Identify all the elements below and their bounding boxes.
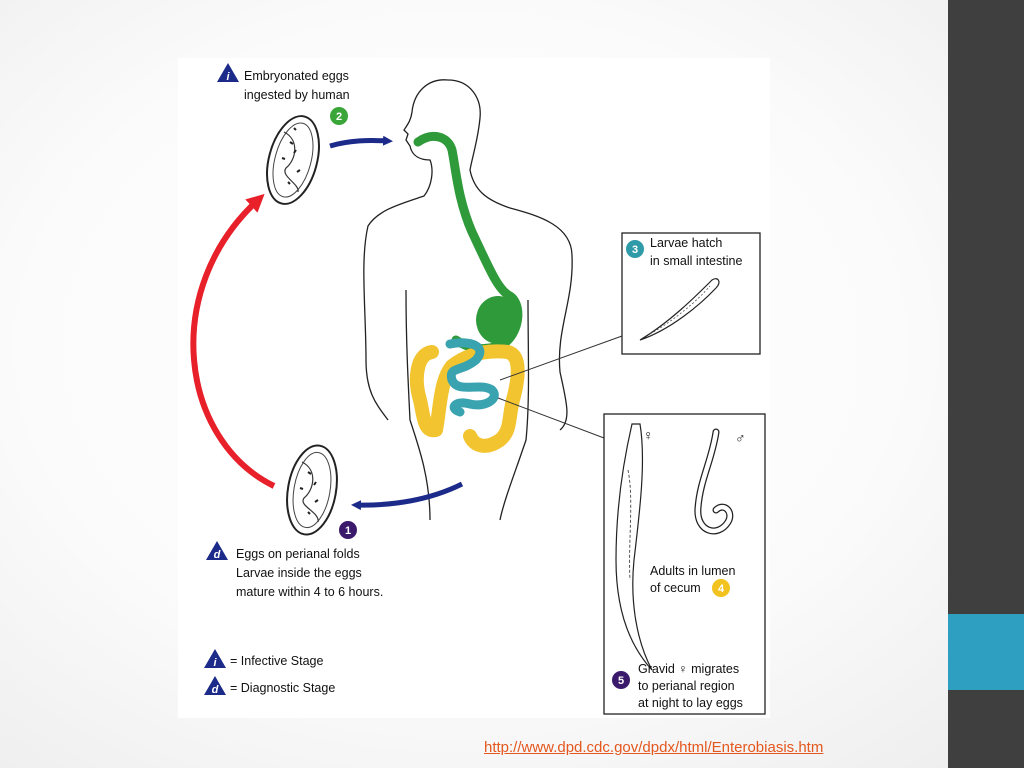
legend-diagnostic-icon [204,676,226,695]
svg-text:d: d [214,549,221,561]
side-accent-block [948,614,1024,690]
step-1-badge [339,521,357,539]
diagnostic-triangle-icon [206,541,228,560]
arrow-to-perianal [351,481,464,511]
svg-text:2: 2 [336,111,342,123]
svg-text:i: i [226,71,230,83]
svg-text:4: 4 [718,583,725,595]
stomach [476,296,520,344]
step-3-badge [626,240,644,258]
step-2-badge [330,107,348,125]
diagnostic-label-line-1: Eggs on perianal folds [236,547,360,561]
larvae-box: 3 Larvae hatch in small intestine [621,232,761,355]
female-symbol: ♀ [643,427,654,443]
legend-infective-text: = Infective Stage [230,654,324,668]
diagnostic-label: 1 d Eggs on perianal folds Larvae inside… [206,521,383,599]
female-worm-drawing [615,423,653,671]
pointer-line-larvae [499,335,623,381]
step-4-badge [712,579,730,597]
infective-label-line-2: ingested by human [244,88,350,102]
legend-infective-icon [204,649,226,668]
diagnostic-label-line-3: mature within 4 to 6 hours. [236,585,383,599]
embryonated-egg [266,115,320,205]
adults-box: ♀ ♂ Adults in lumen of cecum 4 5 Gravid … [603,413,766,715]
larva-drawing [639,278,720,341]
diagnostic-label-line-2: Larvae inside the eggs [236,566,362,580]
arrow-reinfection [190,193,276,489]
perianal-egg [286,444,338,536]
svg-text:1: 1 [345,525,351,537]
larvae-label-line-1: Larvae hatch [650,236,722,250]
small-intestine [445,338,499,417]
gravid-label-line-1: Gravid ♀ migrates [638,662,739,676]
legend-diagnostic-text: = Diagnostic Stage [230,681,335,695]
step-5-badge [612,671,630,689]
infective-triangle-icon [217,63,239,82]
gravid-label-line-3: at night to lay eggs [638,696,743,710]
legend: i = Infective Stage d = Diagnostic Stage [204,649,335,696]
adults-label-line-2: of cecum [650,581,701,595]
infective-label-line-1: Embryonated eggs [244,69,349,83]
human-silhouette [363,79,573,521]
gravid-label-line-2: to perianal region [638,679,735,693]
svg-text:3: 3 [632,244,638,256]
svg-text:i: i [213,657,217,669]
infective-label: i Embryonated eggs ingested by human 2 [217,63,350,125]
larvae-label-line-2: in small intestine [650,254,742,268]
pinworm-lifecycle-diagram: i Embryonated eggs ingested by human 2 1… [190,63,766,715]
source-link[interactable]: http://www.dpd.cdc.gov/dpdx/html/Enterob… [484,739,824,756]
svg-text:5: 5 [618,675,624,687]
arrow-ingestion [329,135,393,149]
adults-label-line-1: Adults in lumen [650,564,736,578]
male-symbol: ♂ [735,430,746,446]
svg-text:d: d [212,684,219,696]
pointer-line-adults [497,397,605,439]
